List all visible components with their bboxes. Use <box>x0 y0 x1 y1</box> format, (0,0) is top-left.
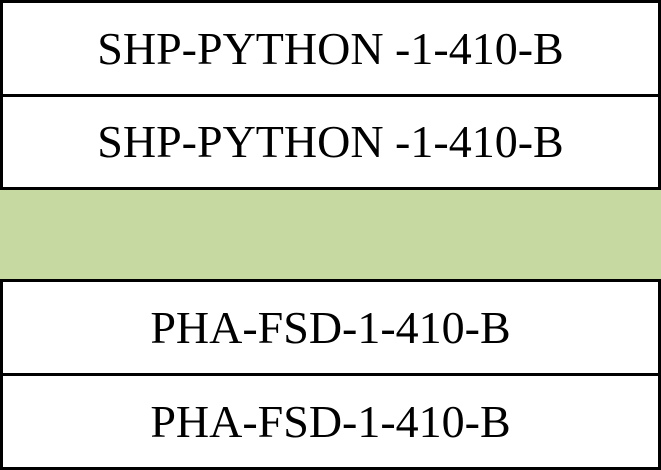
table-row: PHA-FSD-1-410-B <box>0 376 661 467</box>
row-divider <box>0 94 661 97</box>
table-row: SHP-PYTHON -1-410-B <box>0 96 661 187</box>
table-cell-text: SHP-PYTHON -1-410-B <box>97 23 564 74</box>
row-divider <box>0 373 661 376</box>
row-divider <box>0 279 661 282</box>
row-divider <box>0 187 661 190</box>
table-row-separator <box>0 190 661 279</box>
row-divider <box>0 0 661 3</box>
table-cell-text: PHA-FSD-1-410-B <box>150 302 511 353</box>
table-row: SHP-PYTHON -1-410-B <box>0 3 661 95</box>
table-cell-text: PHA-FSD-1-410-B <box>150 395 511 447</box>
table-cell-text: SHP-PYTHON -1-410-B <box>97 115 564 167</box>
table-row: PHA-FSD-1-410-B <box>0 282 661 374</box>
row-divider <box>0 467 661 470</box>
